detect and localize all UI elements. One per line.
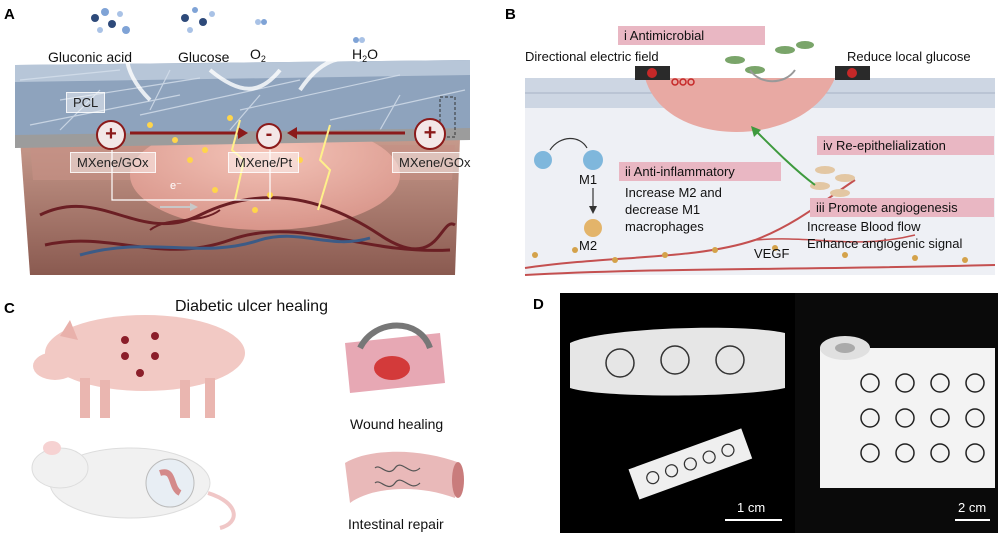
m2-label: M2	[579, 238, 598, 253]
reduce-glucose-label: Reduce local glucose	[847, 49, 971, 64]
anti-inflammatory-desc-1: Increase M2 and	[625, 185, 722, 200]
mxene-gox-left-label: MXene/GOx	[70, 152, 156, 173]
pcl-label: PCL	[66, 92, 106, 113]
h2o-label: H2O	[352, 46, 378, 64]
panel-a-label: A	[4, 6, 15, 23]
anti-inflammatory-desc-3: macrophages	[625, 219, 704, 234]
macrophage-icon	[534, 151, 552, 169]
plus-symbol: +	[105, 123, 117, 145]
molecule-icon	[353, 37, 365, 43]
plus-symbol: +	[423, 120, 437, 145]
anti-inflammatory-heading: ii Anti-inflammatory	[619, 162, 781, 181]
plus-electrode-right: +	[414, 118, 446, 150]
wound-healing-label: Wound healing	[350, 416, 444, 432]
gluconic-acid-label: Gluconic acid	[48, 49, 133, 65]
molecule-icon	[91, 8, 130, 34]
reepithelialization-heading: iv Re-epithelialization	[817, 136, 994, 155]
panel-c: C Diabetic ulcer healing Wound healing I…	[0, 288, 500, 539]
patch-roll	[820, 336, 995, 488]
m1-label: M1	[579, 172, 598, 187]
panel-d-photos	[570, 327, 995, 521]
panel-c-illustration	[31, 315, 464, 530]
panel-a: A Gluconic acid Glucose O2 H2O PCL + - +…	[0, 0, 490, 285]
electron-label: e⁻	[170, 180, 182, 192]
directional-field-label: Directional electric field	[525, 49, 659, 64]
pig-icon	[33, 315, 245, 418]
mxene-pt-label: MXene/Pt	[228, 152, 300, 173]
angiogenesis-heading: iii Promote angiogenesis	[810, 198, 994, 217]
wound-area	[130, 120, 400, 230]
antimicrobial-heading: i Antimicrobial	[618, 26, 765, 45]
glucose-label: Glucose	[178, 49, 230, 65]
o2-main: O	[250, 46, 261, 62]
h2o-post: O	[367, 46, 379, 62]
panel-c-title: Diabetic ulcer healing	[175, 298, 328, 315]
h2o-pre: H	[352, 46, 363, 62]
rat-icon	[31, 441, 236, 530]
panel-b: B i Antimicrobial Directional electric f…	[495, 0, 1000, 285]
minus-electrode: -	[256, 123, 282, 149]
plus-electrode-left: +	[96, 120, 126, 150]
vegf-label: VEGF	[754, 246, 790, 261]
intestinal-repair-label: Intestinal repair	[348, 516, 444, 532]
h2o-sub: 2	[362, 54, 368, 64]
wound-area	[645, 78, 835, 132]
rolled-patch	[570, 327, 785, 396]
scale-label-1: 1 cm	[737, 500, 766, 515]
panel-c-label: C	[4, 300, 15, 317]
minus-symbol: -	[265, 123, 273, 145]
angiogenesis-desc-1: Increase Blood flow	[807, 219, 921, 234]
wound-healing-icon	[345, 322, 445, 393]
o2-sub: 2	[260, 54, 266, 64]
panel-d-label: D	[533, 296, 544, 313]
panel-d: D	[500, 288, 1000, 539]
o2-label: O2	[250, 46, 266, 64]
anti-inflammatory-desc-2: decrease M1	[625, 202, 701, 217]
m1-macrophage-icon	[583, 150, 603, 170]
scale-label-2: 2 cm	[958, 500, 987, 515]
angiogenesis-desc-2: Enhance angiogenic signal	[807, 236, 963, 251]
panel-b-label: B	[505, 6, 516, 23]
m2-macrophage-icon	[584, 219, 602, 237]
patch-strip	[628, 428, 753, 500]
mxene-gox-right-label: MXene/GOx	[392, 152, 478, 173]
intestinal-repair-icon	[345, 451, 464, 503]
molecule-icon	[181, 7, 215, 33]
molecule-icon	[255, 19, 267, 25]
